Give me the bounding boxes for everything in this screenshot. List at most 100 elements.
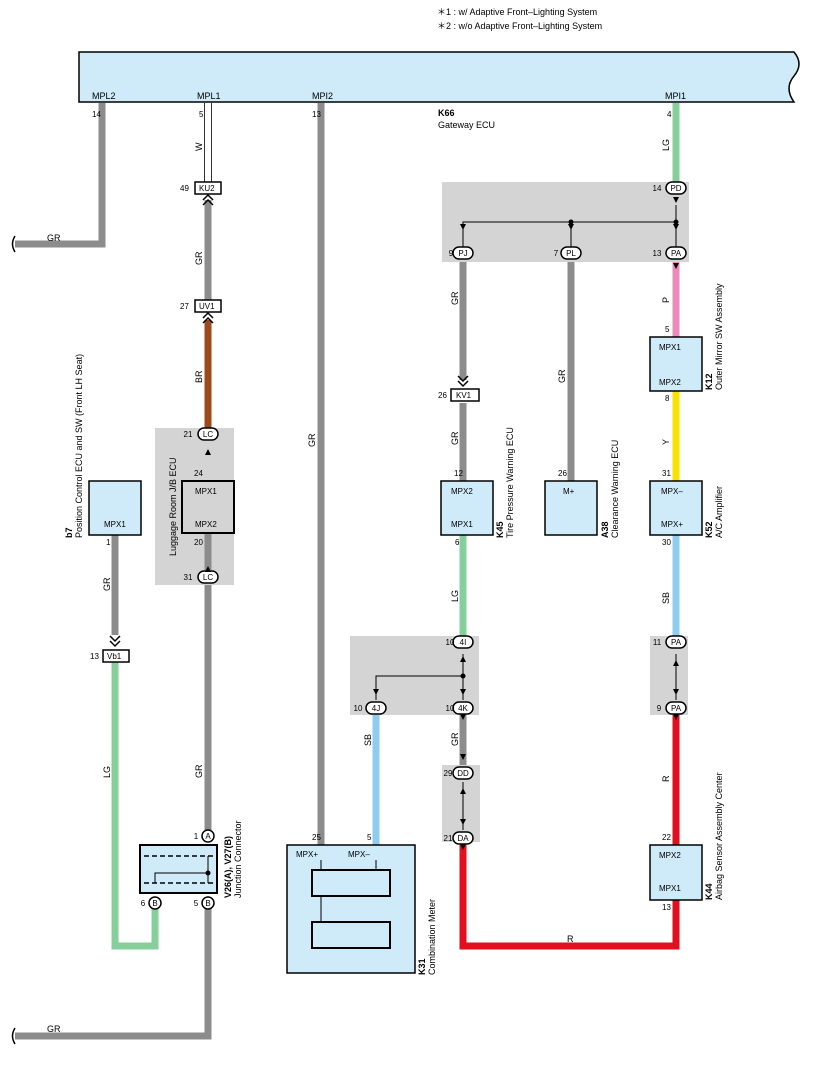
- wire-label-gr-ku2: GR: [194, 251, 204, 265]
- jb-pin2: MPX2: [195, 520, 217, 529]
- wire-label-sb-4j: SB: [363, 734, 373, 746]
- k12-pin2: MPX2: [659, 378, 681, 387]
- connector-pa-top-pin: 13: [653, 249, 662, 258]
- gateway-ecu-body: [78, 51, 800, 103]
- junction-pin-b-right-label: B: [205, 899, 210, 908]
- k31-name: Combination Meter: [427, 899, 437, 975]
- connector-kv1-chevron: [457, 375, 469, 388]
- k31-internal-wiring: [320, 860, 377, 922]
- pd-junction-dot: [568, 219, 574, 225]
- connector-pa-top-label: PA: [671, 249, 682, 258]
- connector-pa-mid-pin: 11: [653, 638, 662, 647]
- wire-label-lg-mpi1: LG: [661, 139, 671, 151]
- connector-vb1-label: Vb1: [107, 652, 122, 661]
- a38-pin1: M+: [563, 487, 575, 496]
- wire-label-br: BR: [194, 370, 204, 383]
- connector-pj-label: PJ: [458, 249, 467, 258]
- junction-pin-a-num: 1: [194, 832, 199, 841]
- connector-4k-pin: 10: [446, 704, 455, 713]
- connector-kv1-label: KV1: [456, 391, 472, 400]
- connector-4j-label: 4J: [372, 704, 380, 713]
- a38-box: [544, 480, 598, 536]
- luggage-jb-box: [181, 480, 235, 534]
- junction-pin-b-left-label: B: [152, 899, 157, 908]
- connector-da-label: DA: [457, 834, 469, 843]
- connector-4j: 4J: [365, 701, 387, 715]
- wire-label-w: W: [194, 142, 204, 151]
- connector-da: DA: [452, 831, 474, 845]
- connector-lc-bot: LC: [197, 570, 219, 584]
- jb-pin1: MPX1: [195, 487, 217, 496]
- v26-name: Junction Connector: [233, 820, 243, 898]
- connector-pa-low-label: PA: [671, 704, 682, 713]
- a38-name: Clearance Warning ECU: [610, 440, 620, 538]
- jb-pin-bot: 20: [194, 538, 203, 547]
- connector-pd-label: PD: [670, 184, 681, 193]
- wire-label-r-bottom: R: [567, 934, 574, 944]
- connector-pa-top: PA: [665, 246, 687, 260]
- k45-pin2: MPX1: [451, 520, 473, 529]
- wire-label-gr-mpi2: GR: [307, 433, 317, 447]
- pin-mpl2: MPL2: [92, 91, 116, 101]
- k52-pin1: MPX–: [661, 487, 683, 496]
- k52-pin-bot: 30: [662, 538, 671, 547]
- k52-code: K52: [704, 521, 714, 538]
- connector-4i-pin: 10: [446, 638, 455, 647]
- connector-dd: DD: [452, 766, 474, 780]
- wire-label-p: P: [661, 297, 671, 303]
- b7-box: [88, 480, 142, 536]
- k45-code: K45: [495, 521, 505, 538]
- k31-module-bottom: [311, 921, 391, 949]
- k45-pin1: MPX2: [451, 487, 473, 496]
- junction-pin-a: [201, 829, 215, 843]
- wire-label-gr-left: GR: [47, 233, 61, 243]
- pd-junction-dot-2: [673, 219, 679, 225]
- k31-box: [286, 844, 416, 974]
- k44-pin-top: 22: [662, 833, 671, 842]
- wire-label-r-pa: R: [661, 775, 671, 782]
- connector-vb1-chevron: [109, 635, 121, 648]
- wire-label-gr-b7: GR: [102, 577, 112, 591]
- k12-pin-top: 5: [665, 325, 670, 334]
- k12-pin-bot: 8: [665, 394, 670, 403]
- wire-label-y: Y: [661, 439, 671, 445]
- jb-name: Luggage Room J/B ECU: [168, 457, 178, 556]
- wire-break-mark: [11, 235, 16, 253]
- connector-pd: PD: [665, 181, 687, 195]
- a38-pin-top: 26: [558, 469, 567, 478]
- connector-4k: 4K: [452, 701, 474, 715]
- junction-pin-a-label: A: [205, 832, 211, 841]
- k45-box: [440, 480, 494, 536]
- connector-pl-pin: 7: [554, 249, 559, 258]
- connector-vb1-pin: 13: [90, 652, 99, 661]
- k52-box: [649, 480, 703, 536]
- k44-code: K44: [704, 883, 714, 900]
- junction-pin-b-right-num: 5: [194, 899, 199, 908]
- wire-label-lg-k45: LG: [450, 590, 460, 602]
- v26-code: V26(A), V27(B): [223, 836, 233, 898]
- k12-code: K12: [704, 373, 714, 390]
- wire-label-gr-4k: GR: [450, 732, 460, 746]
- junction-pin-b-left-num: 6: [141, 899, 146, 908]
- connector-ku2-label: KU2: [199, 184, 215, 193]
- k31-pin-l: 25: [312, 833, 321, 842]
- pd-arrow-marks: [460, 224, 679, 230]
- connector-4j-pin: 10: [354, 704, 363, 713]
- junction-connector-dot: [205, 870, 211, 876]
- pin-mpl1: MPL1: [197, 91, 221, 101]
- junction-pin-b-right: [201, 896, 215, 910]
- jb-pin-top: 24: [194, 469, 203, 478]
- 4i-junction-dot: [460, 673, 466, 679]
- pin-num-5: 5: [199, 110, 204, 119]
- connector-lc-bot-pin: 31: [184, 573, 193, 582]
- b7-pin-bot: 1: [106, 538, 111, 547]
- connector-lc-top-pin: 21: [184, 430, 193, 439]
- k52-pin-top: 31: [662, 469, 671, 478]
- connector-dd-label: DD: [457, 769, 469, 778]
- connector-pj: PJ: [452, 246, 474, 260]
- pin-num-14: 14: [92, 110, 101, 119]
- b7-name: Position Control ECU and SW (Front LH Se…: [74, 354, 84, 538]
- k45-pin-top: 12: [454, 469, 463, 478]
